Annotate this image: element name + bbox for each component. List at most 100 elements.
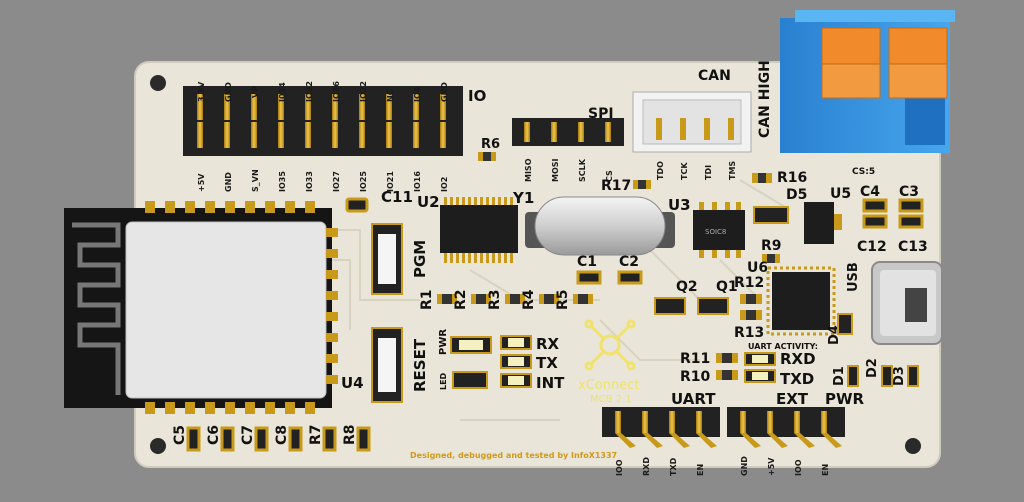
d2-label: D2 bbox=[865, 358, 880, 378]
c12-label: C12 bbox=[857, 239, 887, 255]
xconnect-logo bbox=[584, 319, 636, 371]
io-pin bbox=[251, 94, 257, 120]
r1-label: R1 bbox=[419, 289, 435, 310]
q1-label: Q1 bbox=[716, 279, 738, 295]
spi-pin bbox=[605, 122, 611, 142]
r16-label: R16 bbox=[777, 170, 807, 186]
led-txd-label: TXD bbox=[780, 370, 814, 388]
cs-note: CS:5 bbox=[852, 167, 875, 177]
esp-pad bbox=[245, 201, 255, 213]
esp-pad bbox=[185, 201, 195, 213]
io-bottom-pin-label: GND bbox=[224, 172, 233, 192]
u2-label: U2 bbox=[417, 193, 440, 211]
uart-pin bbox=[615, 411, 621, 433]
io-top-pin-label: IO4 bbox=[413, 86, 422, 102]
r8-label: R8 bbox=[342, 424, 358, 445]
mounting-holes bbox=[150, 75, 921, 454]
jtag-pin-label: TDO bbox=[656, 161, 665, 180]
io-pin bbox=[197, 94, 203, 120]
io-bottom-pin-label: IO25 bbox=[359, 171, 368, 192]
ext-pin bbox=[794, 411, 800, 433]
esp-pad bbox=[225, 201, 235, 213]
uart-header bbox=[602, 407, 720, 448]
led-led-label: LED bbox=[439, 372, 448, 390]
esp32-module bbox=[64, 201, 338, 414]
c7-label: C7 bbox=[240, 425, 256, 445]
io-top-pin-label: IO26 bbox=[332, 81, 341, 102]
esp-pad bbox=[185, 402, 195, 414]
c5-label: C5 bbox=[172, 425, 188, 445]
spi-pin bbox=[551, 122, 557, 142]
traces bbox=[330, 179, 791, 421]
io-pin bbox=[359, 94, 365, 120]
esp-pad bbox=[285, 402, 295, 414]
esp-pad bbox=[165, 402, 175, 414]
esp-pad bbox=[225, 402, 235, 414]
uart-pin bbox=[669, 411, 675, 433]
io-bottom-pin-label: S_VN bbox=[251, 169, 260, 192]
ext-pin-label: +5V bbox=[767, 457, 776, 476]
u6-label: U6 bbox=[747, 260, 768, 276]
io-pin bbox=[197, 122, 203, 148]
io-header bbox=[183, 86, 463, 156]
esp-pad bbox=[205, 402, 215, 414]
esp-pad bbox=[326, 291, 338, 300]
q2-label: Q2 bbox=[676, 279, 698, 295]
uart-pin bbox=[642, 411, 648, 433]
jtag-connector bbox=[632, 91, 752, 153]
c3-label: C3 bbox=[899, 184, 919, 200]
uart-pin-label: EN bbox=[696, 464, 705, 476]
io-top-pin-label: 3.3V bbox=[197, 81, 206, 102]
io-pin bbox=[224, 122, 230, 148]
io-pin bbox=[332, 94, 338, 120]
pgm-button bbox=[371, 223, 403, 295]
io-pin bbox=[224, 94, 230, 120]
io-pin bbox=[332, 122, 338, 148]
esp-pad bbox=[326, 249, 338, 258]
esp-pad bbox=[145, 201, 155, 213]
r6-label: R6 bbox=[481, 137, 500, 152]
reset-button bbox=[371, 327, 403, 403]
c2-label: C2 bbox=[619, 254, 639, 270]
c6-label: C6 bbox=[206, 425, 222, 445]
jtag-pin-label: TDI bbox=[704, 165, 713, 180]
u6-qfn bbox=[766, 266, 836, 336]
uart-title: UART bbox=[671, 390, 716, 408]
d3-label: D3 bbox=[892, 366, 907, 386]
pgm-label: PGM bbox=[411, 240, 429, 278]
io-pin bbox=[251, 122, 257, 148]
esp-pad bbox=[326, 333, 338, 342]
esp-pad bbox=[265, 402, 275, 414]
io-pin bbox=[440, 122, 446, 148]
credit-text: Designed, debugged and tested by InfoX13… bbox=[410, 451, 617, 460]
io-top-pin-label: GND bbox=[440, 82, 449, 102]
u3-label: U3 bbox=[668, 196, 691, 214]
c11-capacitor bbox=[345, 197, 369, 213]
esp-pad bbox=[326, 375, 338, 384]
c13-label: C13 bbox=[898, 239, 928, 255]
io-top-pin-label: GND bbox=[224, 82, 233, 102]
uart-pin-label: TXD bbox=[669, 457, 678, 476]
esp-pad bbox=[305, 201, 315, 213]
io-bottom-pin-label: IO16 bbox=[413, 171, 422, 192]
led-tx-label: TX bbox=[536, 354, 558, 372]
spi-pin bbox=[524, 122, 530, 142]
can-terminal-block bbox=[780, 10, 955, 153]
ext-pin bbox=[740, 411, 746, 433]
d5-label: D5 bbox=[786, 187, 807, 203]
esp-pad bbox=[326, 270, 338, 279]
soic8-marking: SOIC8 bbox=[705, 228, 726, 236]
led-pwr-label: PWR bbox=[438, 329, 449, 355]
esp-pad bbox=[245, 402, 255, 414]
usb-connector bbox=[871, 261, 943, 345]
spi-pin-label: MOSI bbox=[551, 158, 560, 182]
io-top-pin-label: IO22 bbox=[359, 81, 368, 102]
led-rxd-label: RXD bbox=[780, 350, 816, 368]
c4-label: C4 bbox=[860, 184, 880, 200]
spi-pin bbox=[578, 122, 584, 142]
io-pin bbox=[278, 94, 284, 120]
r17-label: R17 bbox=[601, 178, 631, 194]
io-bottom-pin-label: +5V bbox=[197, 173, 206, 192]
esp-pad bbox=[265, 201, 275, 213]
